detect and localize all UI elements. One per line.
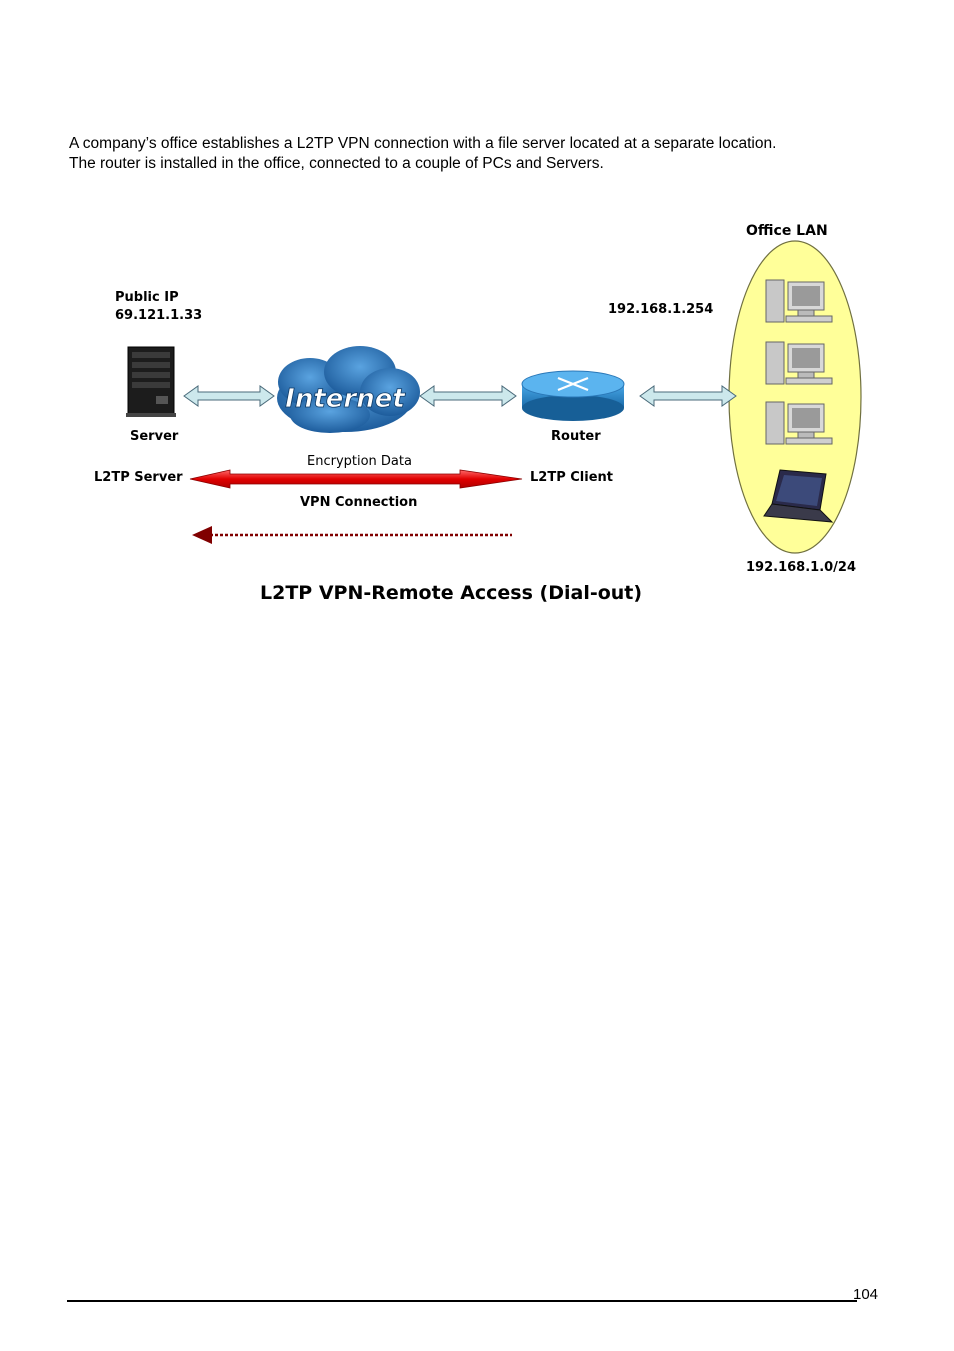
internet-cloud-icon: [277, 346, 420, 433]
diagram-title: L2TP VPN-Remote Access (Dial-out): [260, 582, 643, 604]
router-icon: [521, 370, 625, 421]
office-lan-label: Office LAN: [746, 223, 828, 239]
desktop-pc-icon: [765, 279, 833, 323]
l2tp-server-label: L2TP Server: [94, 470, 183, 485]
server-icon: [126, 346, 176, 417]
desktop-pc-icon: [765, 401, 833, 445]
vpn-connection-arrow: [189, 469, 523, 489]
diagram-canvas: Internet: [126, 240, 862, 554]
public-ip-label: Public IP: [115, 290, 179, 305]
public-ip-value: 69.121.1.33: [115, 308, 203, 323]
laptop-icon: [763, 469, 834, 523]
vpn-connection-label: VPN Connection: [300, 495, 418, 510]
dial-out-arrowhead: [192, 526, 212, 544]
router-ip-label: 192.168.1.254: [608, 302, 714, 317]
server-label: Server: [130, 429, 179, 444]
intro-line-2: The router is installed in the office, c…: [69, 155, 604, 172]
link-arrow-server-internet: [183, 385, 275, 407]
intro-line-1: A company’s office establishes a L2TP VP…: [69, 135, 777, 152]
link-arrow-internet-router: [419, 385, 517, 407]
link-arrow-router-lan: [639, 385, 737, 407]
encryption-data-label: Encryption Data: [307, 454, 412, 469]
intro-paragraph: A company’s office establishes a L2TP VP…: [69, 134, 899, 174]
page-number: 104: [853, 1286, 879, 1303]
router-label: Router: [551, 429, 601, 444]
footer-rule: [67, 1300, 857, 1302]
desktop-pc-icon: [765, 341, 833, 385]
lan-subnet-label: 192.168.1.0/24: [746, 560, 857, 575]
network-diagram: Internet: [60, 210, 900, 620]
internet-label: Internet: [285, 384, 406, 414]
l2tp-client-label: L2TP Client: [530, 470, 613, 485]
